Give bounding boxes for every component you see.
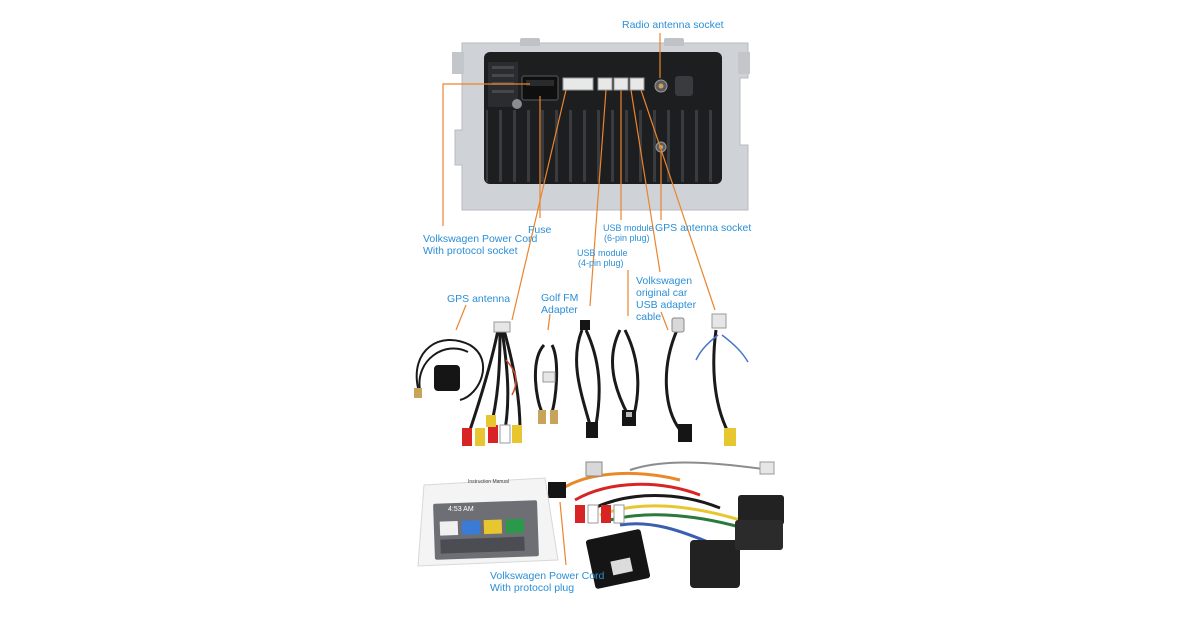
leader-extra-cable (640, 89, 716, 311)
connector-white-4 (629, 77, 645, 91)
usb-6pin-cable (611, 329, 640, 426)
fuse (512, 99, 522, 109)
label-power-cord-plug-line2: With protocol plug (490, 582, 575, 594)
label-usb-6pin-line2: (6-pin plug) (604, 233, 650, 243)
leader-vw-usb-cable (660, 311, 669, 331)
label-radio-antenna-socket: Radio antenna socket (622, 19, 724, 31)
label-usb-4pin-line2: (4-pin plug) (578, 258, 624, 268)
leader-gps-antenna (455, 304, 467, 331)
connector-white-3 (613, 77, 629, 91)
label-power-cord-socket-line1: Volkswagen Power Cord (423, 233, 538, 245)
label-power-cord-socket-line2: With protocol socket (423, 245, 518, 257)
leader-power-plug (559, 501, 567, 566)
connector-white-1 (562, 77, 594, 91)
main-power-harness (548, 461, 784, 589)
iso-plug-1 (738, 495, 784, 525)
label-power-cord-plug-line1: Volkswagen Power Cord (490, 570, 605, 582)
manual-clock: 4:53 AM (448, 506, 474, 513)
usb-4pin-cable (575, 320, 601, 438)
leader-golf-fm-adapter (547, 313, 551, 331)
label-gps-antenna: GPS antenna (447, 293, 511, 305)
gps-antenna-puck (434, 365, 460, 391)
aux-camera-cable (695, 313, 749, 446)
head-unit (452, 38, 750, 211)
leader-lines (442, 33, 716, 566)
label-fuse: Fuse (528, 224, 552, 236)
rca-harness (462, 321, 522, 446)
label-golf-fm-line1: Golf FM (541, 292, 579, 304)
instruction-manual (417, 477, 559, 567)
label-usb-6pin-line1: USB module (603, 223, 654, 233)
leader-power-socket (442, 83, 530, 226)
leader-golf-fm (511, 89, 567, 321)
label-usb-4pin-line1: USB module (577, 248, 628, 258)
protocol-box (585, 529, 651, 589)
label-vw-usb-line2: original car (636, 287, 688, 299)
vw-usb-adapter-cable (664, 317, 692, 442)
label-vw-usb-line1: Volkswagen (636, 275, 693, 287)
label-vw-usb-line4: cable (636, 311, 662, 323)
label-gps-antenna-socket: GPS antenna socket (655, 222, 752, 234)
leader-vw-usb (630, 89, 661, 273)
iso-plug-2 (735, 520, 783, 550)
iso-plug-large (690, 540, 740, 588)
label-vw-usb-line3: USB adapter (636, 299, 697, 311)
gps-antenna-accessory (414, 339, 485, 401)
manual-title: Instruction Manual (468, 479, 509, 485)
golf-fm-adapter (533, 343, 559, 424)
label-golf-fm-line2: Adapter (541, 304, 578, 316)
connector-white-2 (597, 77, 613, 91)
leader-usb-4pin (589, 89, 607, 307)
